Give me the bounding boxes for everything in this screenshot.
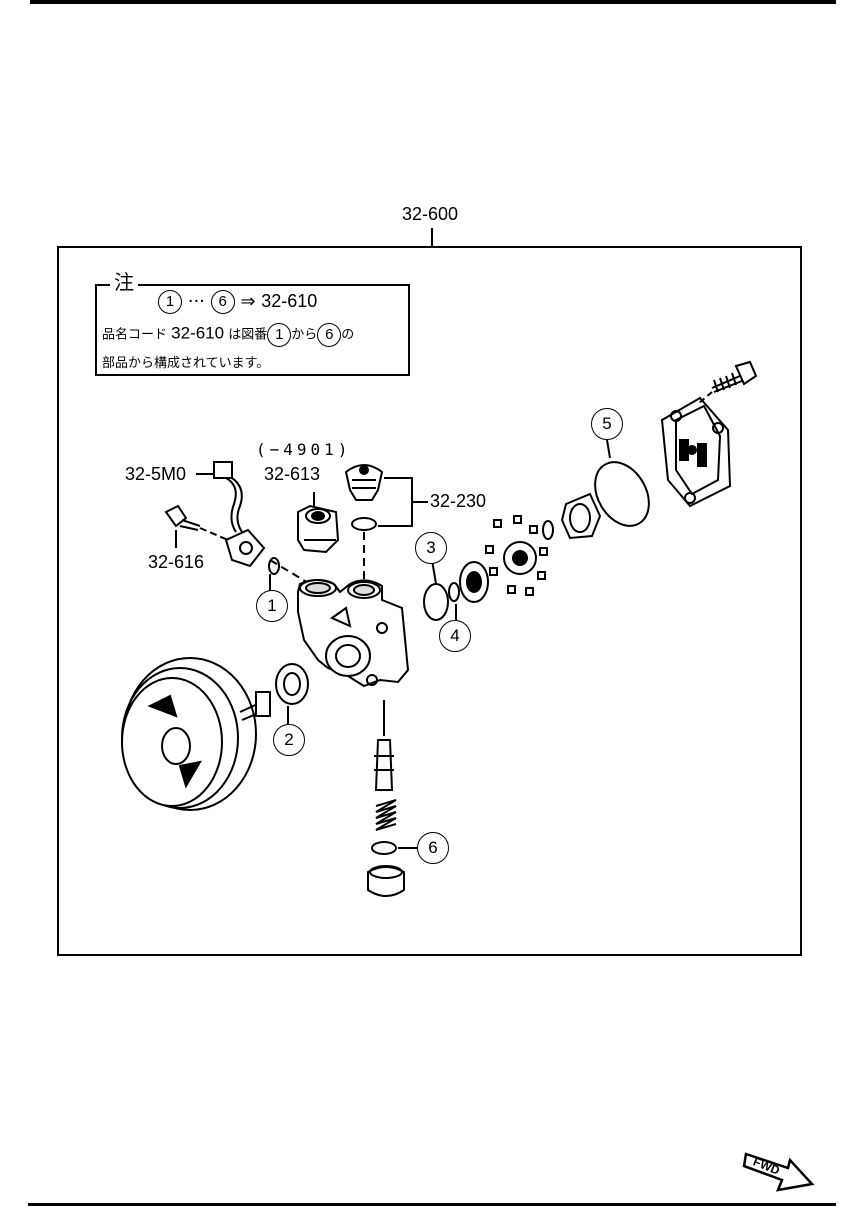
label-sensor: 32-5M0 [125, 464, 187, 484]
note-line2-part: 32-610 [171, 323, 225, 343]
note-dots: ··· [187, 291, 205, 312]
note-line2-prefix: 品名コード [102, 327, 168, 343]
note-line2-circle-6: 6 [317, 323, 342, 347]
cover-bolt [711, 360, 758, 393]
callout-6: 6 [417, 832, 449, 864]
callout-2: 2 [273, 724, 305, 756]
pump-body [297, 579, 410, 688]
pressure-switch-sensor [213, 461, 266, 568]
note-range-part: 32-610 [261, 291, 318, 311]
note-circle-1: 1 [158, 290, 182, 314]
forward-arrow-icon: FWD [742, 1152, 815, 1192]
note-line2-mid: は図番 [228, 327, 268, 343]
label-fitting: 32-613 [264, 464, 321, 484]
callout-1: 1 [256, 590, 288, 622]
flow-control-spool [374, 700, 394, 791]
control-valve-cap [344, 464, 384, 501]
label-bolt: 32-616 [148, 552, 205, 572]
drive-pulley [121, 657, 271, 811]
rotor [485, 515, 548, 596]
cam-ring [560, 492, 602, 540]
return-spring [375, 799, 397, 831]
side-plate [459, 561, 489, 603]
note-line-3: 部品から構成されています。 [102, 356, 270, 371]
label-valve: 32-230 [430, 491, 487, 511]
valve-plug [367, 865, 405, 897]
callout-3: 3 [415, 532, 447, 564]
note-box [95, 284, 410, 376]
callout-5: 5 [591, 408, 623, 440]
note-line2-circle-1: 1 [267, 323, 292, 347]
note-line2-suffix: の [341, 327, 355, 343]
assembly-frame [57, 246, 802, 956]
callout-4: 4 [439, 620, 471, 652]
note-circle-6: 6 [210, 290, 235, 314]
note-title: 注 [110, 266, 138, 295]
label-fitting-serial: (−4901) [256, 440, 352, 459]
note-arrow: ⇒ [240, 291, 256, 312]
bottom-rule [28, 1203, 836, 1206]
assembly-label: 32-600 [402, 204, 459, 224]
note-range-line: 1 ··· 6 ⇒ 32-610 [158, 290, 317, 314]
union-fitting [297, 504, 340, 554]
rear-cover-plate [660, 396, 732, 508]
note-line2-kara: から [291, 327, 318, 343]
sensor-bolt [164, 504, 201, 531]
top-rule [30, 0, 836, 4]
